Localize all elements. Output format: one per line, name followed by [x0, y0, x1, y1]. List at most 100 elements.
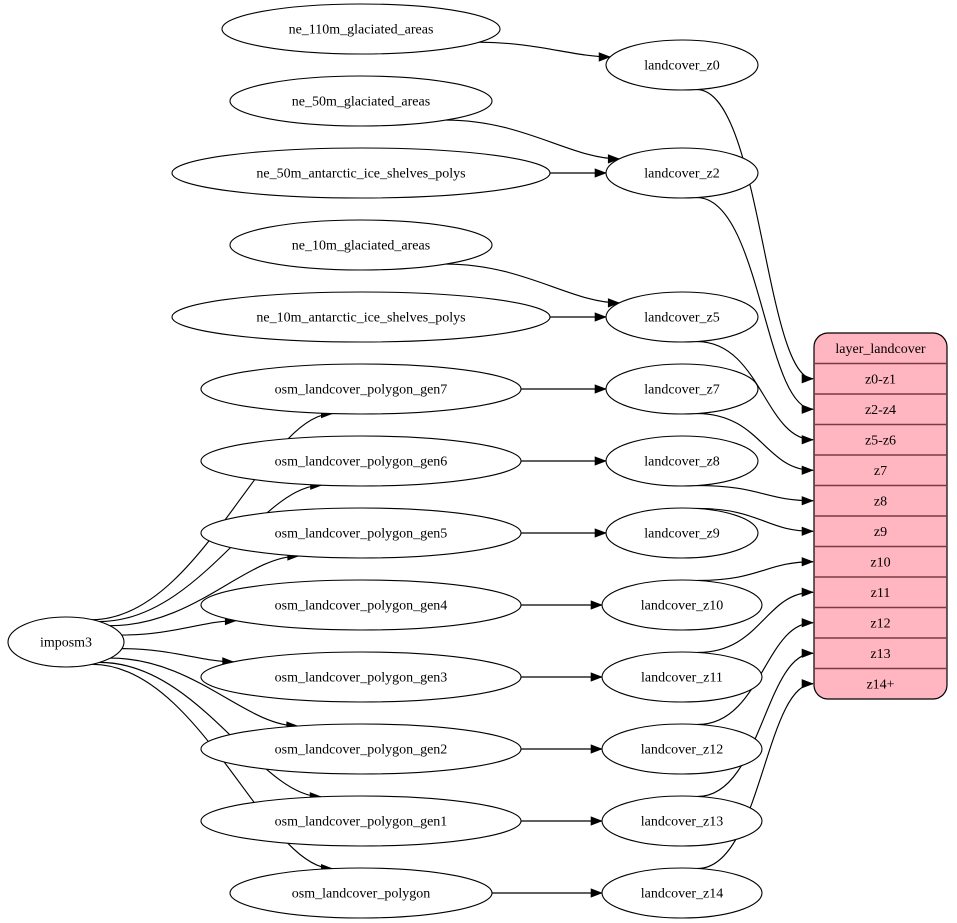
node-osm_landcover_polygon[interactable]: osm_landcover_polygon [229, 867, 493, 919]
node-shape [229, 867, 493, 919]
node-osm_landcover_polygon_gen2[interactable]: osm_landcover_polygon_gen2 [200, 723, 522, 775]
layer-landcover-table: layer_landcover z0-z1 z2-z4 z5-z6 z7 z8 z9 z10 z… [813, 332, 948, 700]
edge-landcover_z0-to-layer_landcover-z0-z1 [696, 88, 814, 380]
node-label: osm_landcover_polygon_gen3 [275, 671, 448, 686]
table-row-z11[interactable]: z11 [871, 586, 891, 601]
edge-arrowhead [801, 465, 814, 475]
node-osm_landcover_polygon_gen5[interactable]: osm_landcover_polygon_gen5 [200, 507, 522, 559]
edge-imposm3-to-osm_landcover_polygon_gen5 [110, 555, 299, 627]
node-ne_10m_glaciated_areas[interactable]: ne_10m_glaciated_areas [229, 219, 493, 271]
node-shape [200, 507, 522, 559]
node-shape [7, 616, 125, 668]
node-landcover_z0[interactable]: landcover_z0 [605, 39, 759, 91]
edge-landcover_z8-to-layer_landcover-z8 [696, 484, 814, 502]
edge-arrowhead [801, 404, 814, 414]
node-shape [605, 435, 759, 487]
node-shape [200, 435, 522, 487]
node-ne_50m_antarctic_ice_shelves_polys[interactable]: ne_50m_antarctic_ice_shelves_polys [171, 147, 551, 199]
edge-arrowhead [590, 816, 603, 826]
node-osm_landcover_polygon_gen1[interactable]: osm_landcover_polygon_gen1 [200, 795, 522, 847]
node-label: imposm3 [40, 636, 92, 651]
node-landcover_z11[interactable]: landcover_z11 [601, 651, 763, 703]
node-label: landcover_z13 [641, 815, 723, 830]
node-label: landcover_z12 [641, 743, 723, 758]
table-header-label: layer_landcover [835, 342, 926, 357]
table-row-z8[interactable]: z8 [874, 494, 887, 509]
table-row-z2-z4[interactable]: z2-z4 [865, 403, 896, 418]
node-shape [605, 507, 759, 559]
node-label: landcover_z10 [641, 599, 723, 614]
node-label: landcover_z9 [644, 527, 719, 542]
node-ne_110m_glaciated_areas[interactable]: ne_110m_glaciated_areas [221, 3, 501, 55]
node-landcover_z10[interactable]: landcover_z10 [601, 579, 763, 631]
edge-arrowhead [590, 600, 603, 610]
edge-arrowhead [594, 312, 607, 322]
edge-arrowhead [594, 528, 607, 538]
node-shape [605, 363, 759, 415]
table-row-z10[interactable]: z10 [870, 555, 890, 570]
edge-arrowhead [598, 52, 611, 62]
table-row-z14+[interactable]: z14+ [866, 677, 894, 692]
edge-ne_110m_glaciated_areas-to-landcover_z0 [478, 41, 611, 58]
edge-arrowhead [607, 154, 621, 164]
edge-arrowhead [801, 679, 814, 689]
node-ne_50m_glaciated_areas[interactable]: ne_50m_glaciated_areas [229, 75, 493, 127]
node-osm_landcover_polygon_gen3[interactable]: osm_landcover_polygon_gen3 [200, 651, 522, 703]
node-shape [601, 867, 763, 919]
node-landcover_z7[interactable]: landcover_z7 [605, 363, 759, 415]
table-row-z12[interactable]: z12 [870, 616, 890, 631]
node-shape [605, 39, 759, 91]
edge-landcover_z7-to-layer_landcover-z7 [696, 412, 814, 471]
node-shape [601, 651, 763, 703]
node-landcover_z12[interactable]: landcover_z12 [601, 723, 763, 775]
node-label: landcover_z2 [644, 167, 719, 182]
node-label: landcover_z8 [644, 455, 719, 470]
edge-landcover_z11-to-layer_landcover-z11 [697, 591, 814, 654]
node-label: landcover_z7 [644, 383, 719, 398]
edge-landcover_z9-to-layer_landcover-z9 [696, 507, 814, 532]
node-landcover_z8[interactable]: landcover_z8 [605, 435, 759, 487]
table-row-z13[interactable]: z13 [870, 647, 890, 662]
node-shape [171, 291, 551, 343]
edge-landcover_z14-to-layer_landcover-z14- [697, 683, 814, 870]
edge-arrowhead [594, 456, 607, 466]
edge-landcover_z10-to-layer_landcover-z10 [697, 561, 814, 582]
edge-ne_50m_glaciated_areas-to-landcover_z2 [445, 119, 620, 160]
node-shape [229, 219, 493, 271]
node-shape [221, 3, 501, 55]
node-landcover_z2[interactable]: landcover_z2 [605, 147, 759, 199]
node-label: osm_landcover_polygon_gen5 [275, 527, 448, 542]
edge-arrowhead [607, 298, 621, 308]
node-osm_landcover_polygon_gen4[interactable]: osm_landcover_polygon_gen4 [200, 579, 522, 631]
edge-landcover_z13-to-layer_landcover-z13 [697, 652, 814, 798]
node-imposm3[interactable]: imposm3 [7, 616, 125, 668]
node-osm_landcover_polygon_gen6[interactable]: osm_landcover_polygon_gen6 [200, 435, 522, 487]
edge-arrowhead [801, 496, 814, 506]
table-row-z7[interactable]: z7 [874, 464, 887, 479]
node-landcover_z14[interactable]: landcover_z14 [601, 867, 763, 919]
node-landcover_z13[interactable]: landcover_z13 [601, 795, 763, 847]
node-shape [200, 579, 522, 631]
table-row-z5-z6[interactable]: z5-z6 [865, 433, 896, 448]
table-row-z0-z1[interactable]: z0-z1 [865, 372, 896, 387]
edge-imposm3-to-osm_landcover_polygon_gen1 [99, 661, 322, 798]
node-label: osm_landcover_polygon_gen1 [275, 815, 448, 830]
node-ne_10m_antarctic_ice_shelves_polys[interactable]: ne_10m_antarctic_ice_shelves_polys [171, 291, 551, 343]
node-osm_landcover_polygon_gen7[interactable]: osm_landcover_polygon_gen7 [200, 363, 522, 415]
table-row-z9[interactable]: z9 [874, 525, 887, 540]
node-label: ne_50m_glaciated_areas [292, 95, 430, 110]
node-label: ne_10m_glaciated_areas [292, 239, 430, 254]
edge-imposm3-to-osm_landcover_polygon_gen2 [110, 657, 298, 727]
edge-arrowhead [801, 557, 814, 567]
edge-landcover_z5-to-layer_landcover-z5-z6 [696, 340, 814, 441]
node-shape [200, 795, 522, 847]
edge-arrowhead [801, 587, 814, 597]
node-label: landcover_z11 [641, 671, 723, 686]
node-label: landcover_z14 [641, 887, 723, 902]
table-layer_landcover[interactable]: layer_landcover z0-z1 z2-z4 z5-z6 z7 z8 z9 z10 z… [813, 332, 948, 700]
node-landcover_z9[interactable]: landcover_z9 [605, 507, 759, 559]
edge-arrowhead [594, 384, 607, 394]
node-label: ne_50m_antarctic_ice_shelves_polys [256, 167, 465, 182]
node-landcover_z5[interactable]: landcover_z5 [605, 291, 759, 343]
